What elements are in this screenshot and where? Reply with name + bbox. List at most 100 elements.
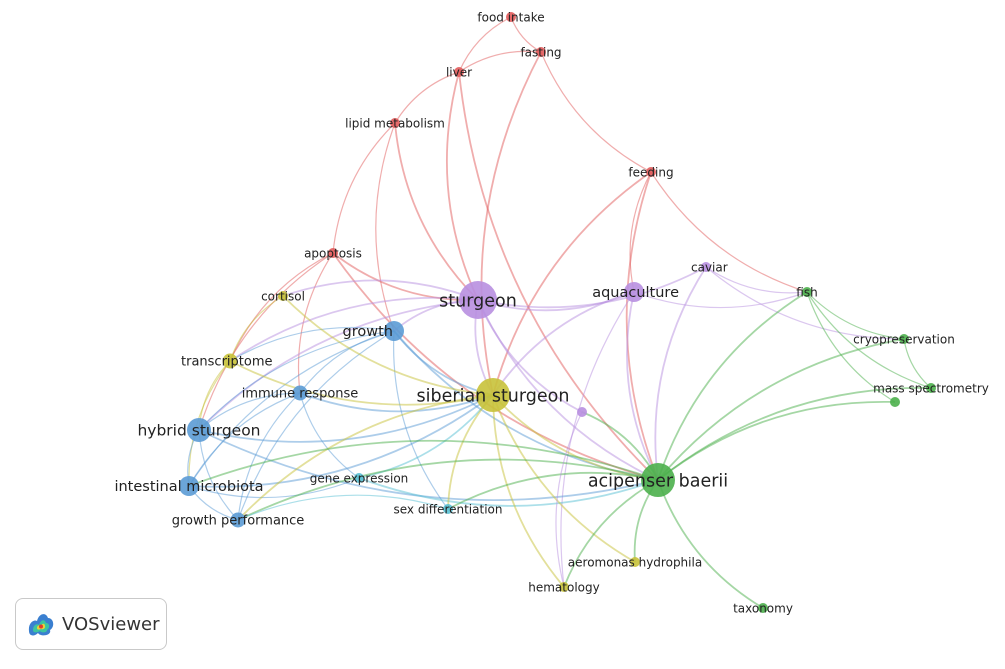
link-aquaculture-hematology [560, 291, 635, 588]
label-apoptosis: apoptosis [304, 246, 362, 260]
link-sturgeon-transcriptome [229, 296, 479, 362]
link-intestinal-microbiota-siberian-sturgeon [188, 394, 494, 488]
node-cortisol[interactable] [278, 291, 288, 301]
vosviewer-heatmap-logo-icon [28, 614, 54, 636]
node-sex-differentiation[interactable] [443, 504, 453, 514]
node-gene-expression[interactable] [354, 473, 364, 483]
link-growth-sex-differentiation [393, 330, 449, 510]
link-cortisol-transcriptome [229, 295, 284, 362]
node-apoptosis[interactable] [328, 248, 338, 258]
link-caviar-fish [705, 266, 808, 294]
node-green-unlabeled[interactable] [890, 397, 900, 407]
label-sex-differentiation: sex differentiation [394, 502, 503, 516]
link-hybrid-sturgeon-siberian-sturgeon [198, 394, 494, 443]
node-mass-spectrometry[interactable] [926, 383, 936, 393]
link-aquaculture-acipenser-baerii [626, 291, 659, 481]
label-lipid-metabolism: lipid metabolism [345, 116, 445, 130]
link-lipid-metabolism-growth [375, 122, 396, 332]
link-acipenser-baerii-hematology [563, 479, 659, 588]
node-aeromonas-hydrophila[interactable] [630, 557, 640, 567]
link-aquaculture-siberian-sturgeon [492, 291, 635, 396]
node-sturgeon[interactable] [459, 281, 497, 319]
label-caviar: caviar [691, 260, 728, 274]
label-taxonomy: taxonomy [733, 601, 793, 615]
link-growth-immune-response [299, 330, 395, 394]
label-cryopreservation: cryopreservation [853, 332, 955, 346]
node-transcriptome[interactable] [222, 353, 238, 369]
link-liver-acipenser-baerii [458, 71, 659, 481]
label-growth: growth [343, 324, 393, 340]
link-growth-growth-performance [237, 330, 395, 521]
node-hematology[interactable] [559, 582, 569, 592]
link-fish-cryopreservation [806, 291, 905, 340]
link-sex-differentiation-growth-performance [237, 494, 449, 521]
link-acipenser-baerii-growth-performance [237, 458, 659, 521]
link-siberian-sturgeon-hematology [492, 394, 565, 588]
link-apoptosis-hybrid-sturgeon [198, 252, 334, 431]
node-hybrid-sturgeon[interactable] [187, 418, 211, 442]
node-fasting[interactable] [536, 47, 546, 57]
node-growth[interactable] [384, 321, 404, 341]
node-acipenser-baerii[interactable] [641, 463, 675, 497]
link-aquaculture-fish [633, 291, 808, 309]
link-siberian-sturgeon-growth-performance [237, 394, 494, 521]
link-immune-response-gene-expression [299, 392, 360, 479]
link-transcriptome-siberian-sturgeon [229, 360, 494, 406]
link-intestinal-microbiota-gene-expression [188, 477, 360, 499]
link-acipenser-baerii-sex-differentiation [447, 471, 659, 510]
label-cortisol: cortisol [261, 289, 305, 303]
node-lipid-metabolism[interactable] [390, 118, 400, 128]
label-intestinal-microbiota: intestinal microbiota [114, 479, 263, 495]
label-siberian-sturgeon: siberian sturgeon [417, 386, 570, 406]
link-liver-sturgeon [445, 71, 479, 301]
vosviewer-brand-label: VOSviewer [62, 613, 160, 635]
link-feeding-acipenser-baerii [625, 171, 659, 481]
link-immune-response-growth-performance [237, 392, 301, 521]
node-cryopreservation[interactable] [899, 334, 909, 344]
node-feeding[interactable] [646, 167, 656, 177]
label-hematology: hematology [528, 580, 599, 594]
label-growth-performance: growth performance [172, 514, 305, 529]
label-immune-response: immune response [242, 387, 359, 402]
link-sturgeon-hybrid-sturgeon [198, 299, 479, 431]
label-acipenser-baerii: acipenser baerii [588, 471, 728, 491]
link-liver-lipid-metabolism [394, 71, 460, 124]
node-siberian-sturgeon[interactable] [476, 378, 510, 412]
link-immune-response-siberian-sturgeon [299, 392, 494, 413]
link-caviar-acipenser-baerii [654, 266, 707, 481]
link-gene-expression-acipenser-baerii [358, 477, 659, 507]
link-fish-mass-spectrometry [806, 291, 932, 389]
link-fish-acipenser-baerii [657, 291, 808, 481]
node-aquaculture[interactable] [624, 282, 644, 302]
label-liver: liver [446, 65, 472, 79]
label-mass-spectrometry: mass spectrometry [873, 381, 989, 395]
link-siberian-sturgeon-aeromonas-hydrophila [492, 394, 636, 563]
vosviewer-badge[interactable]: VOSviewer [15, 598, 167, 650]
node-food-intake[interactable] [506, 12, 516, 22]
link-cortisol-siberian-sturgeon [282, 295, 494, 396]
network-nodes [179, 12, 936, 613]
label-gene-expression: gene expression [310, 471, 409, 485]
node-liver[interactable] [454, 67, 464, 77]
link-feeding-siberian-sturgeon [492, 171, 652, 396]
node-growth-performance[interactable] [230, 512, 246, 528]
link-fasting-liver [458, 50, 542, 73]
link-cryopreservation-acipenser-baerii [657, 338, 905, 481]
link-sturgeon-cortisol [282, 279, 479, 301]
link-purple-unlabeled-hematology [555, 411, 583, 588]
node-caviar[interactable] [701, 262, 711, 272]
node-taxonomy[interactable] [758, 603, 768, 613]
node-immune-response[interactable] [292, 385, 308, 401]
label-sturgeon: sturgeon [439, 291, 517, 311]
node-intestinal-microbiota[interactable] [179, 476, 199, 496]
link-fasting-siberian-sturgeon [480, 51, 542, 396]
link-apoptosis-transcriptome [229, 252, 334, 362]
link-lipid-metabolism-sturgeon [394, 122, 479, 301]
link-fasting-feeding [540, 51, 652, 173]
link-lipid-metabolism-apoptosis [332, 122, 396, 254]
label-fasting: fasting [520, 45, 561, 59]
label-transcriptome: transcriptome [181, 355, 273, 370]
node-fish[interactable] [802, 287, 812, 297]
node-purple-unlabeled[interactable] [577, 407, 587, 417]
